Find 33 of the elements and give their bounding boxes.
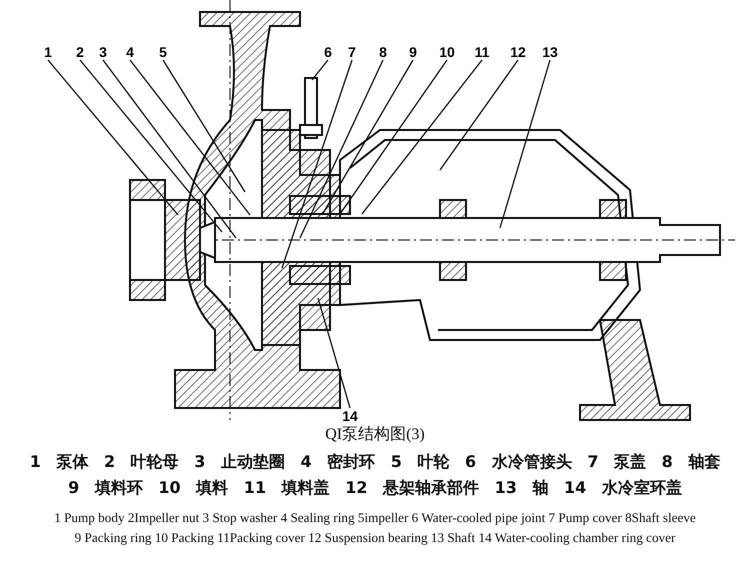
leader-line (129, 60, 251, 216)
leader-line (361, 60, 483, 214)
callout-number: 14 (340, 408, 360, 424)
figure-caption: QI泵结构图(3) (324, 424, 426, 445)
leader-line (317, 298, 351, 408)
leader-line (321, 60, 414, 216)
leader-line (102, 60, 237, 238)
callout-number: 8 (373, 44, 393, 60)
callout-number: 4 (120, 44, 140, 60)
callout-number: 7 (342, 44, 362, 60)
callout-number: 13 (540, 44, 560, 60)
callout-number: 3 (93, 44, 113, 60)
leader-line (299, 60, 384, 238)
leader-line (162, 60, 246, 192)
parts-legend-line: 9 填料环 10 填料 11 填料盖 12 悬架轴承部件 13 轴 14 水冷室环盖 (67, 478, 683, 499)
parts-legend-line: 1 泵体 2 叶轮母 3 止动垫圈 4 密封环 5 叶轮 6 水冷管接头 7 泵盖 8 轴套 (28, 452, 722, 473)
leader-line (339, 60, 448, 214)
callout-number: 6 (318, 44, 338, 60)
parts-legend-line: 9 Packing ring 10 Packing 11Packing cover 12 Suspension bearing 13 Shaft 14 Water-cooling chamber ring cover (74, 530, 676, 546)
leader-line (281, 60, 353, 268)
leader-line (48, 60, 178, 216)
callout-number: 10 (437, 44, 457, 60)
callout-number: 11 (472, 44, 492, 60)
parts-legend-line: 1 Pump body 2Impeller nut 3 Stop washer 4 Sealing ring 5impeller 6 Water-cooled pipe joint 7 Pump cover 8Shaft sleeve (53, 510, 697, 526)
callout-number: 2 (70, 44, 90, 60)
leader-line (312, 60, 328, 80)
leader-line (80, 60, 222, 232)
callout-number: 12 (508, 44, 528, 60)
leader-line (499, 60, 551, 228)
callout-number: 9 (403, 44, 423, 60)
callout-number: 5 (153, 44, 173, 60)
leader-line (439, 60, 519, 170)
callout-number: 1 (38, 44, 58, 60)
